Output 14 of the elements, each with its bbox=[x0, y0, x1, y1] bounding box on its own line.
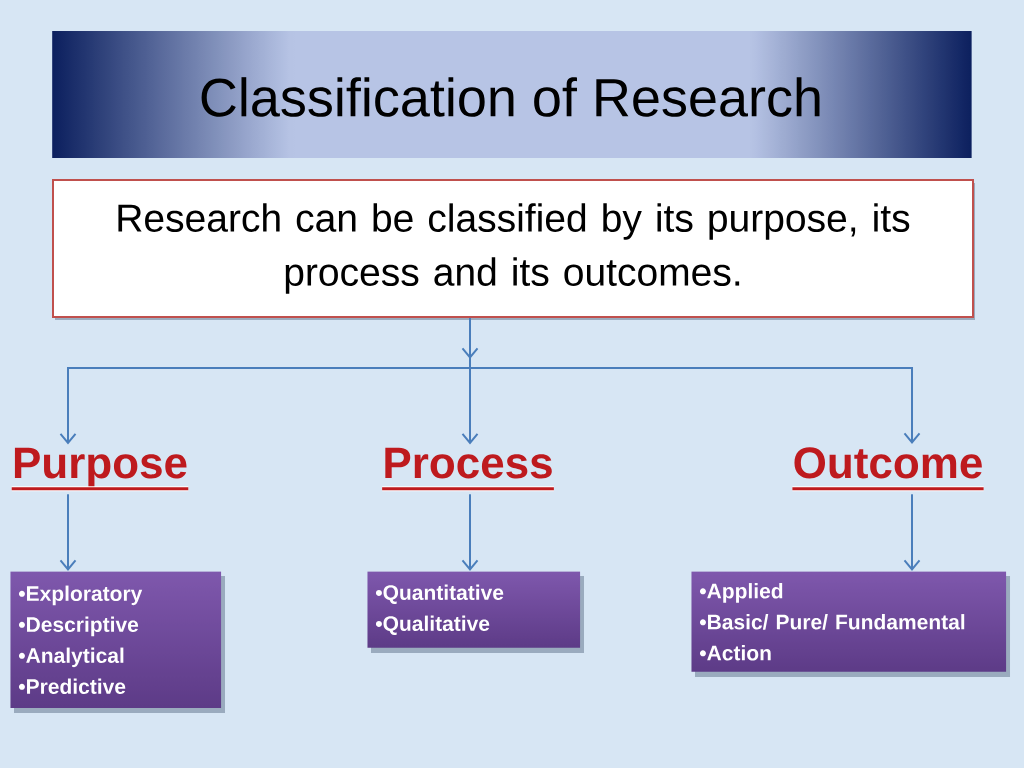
heading: Purpose bbox=[11, 447, 189, 492]
title: Classification of Research bbox=[201, 77, 820, 117]
heading: Outcome bbox=[792, 447, 984, 492]
arrow bbox=[469, 367, 921, 444]
list-box: •Quantitative •Qualitative bbox=[367, 571, 584, 653]
arrow bbox=[903, 493, 921, 571]
arrow bbox=[59, 493, 77, 571]
arrow bbox=[461, 493, 479, 571]
arrow bbox=[461, 367, 479, 445]
arrow bbox=[59, 367, 471, 445]
heading: Process bbox=[382, 447, 554, 492]
list-box: •Applied •Basic/ Pure/ Fundamental •Action bbox=[691, 571, 1010, 677]
list-box: •Exploratory •Descriptive •Analytical •Predictive bbox=[10, 571, 225, 713]
text-box: Research can be classified by its purpose, its process and its outcomes. bbox=[52, 179, 975, 320]
